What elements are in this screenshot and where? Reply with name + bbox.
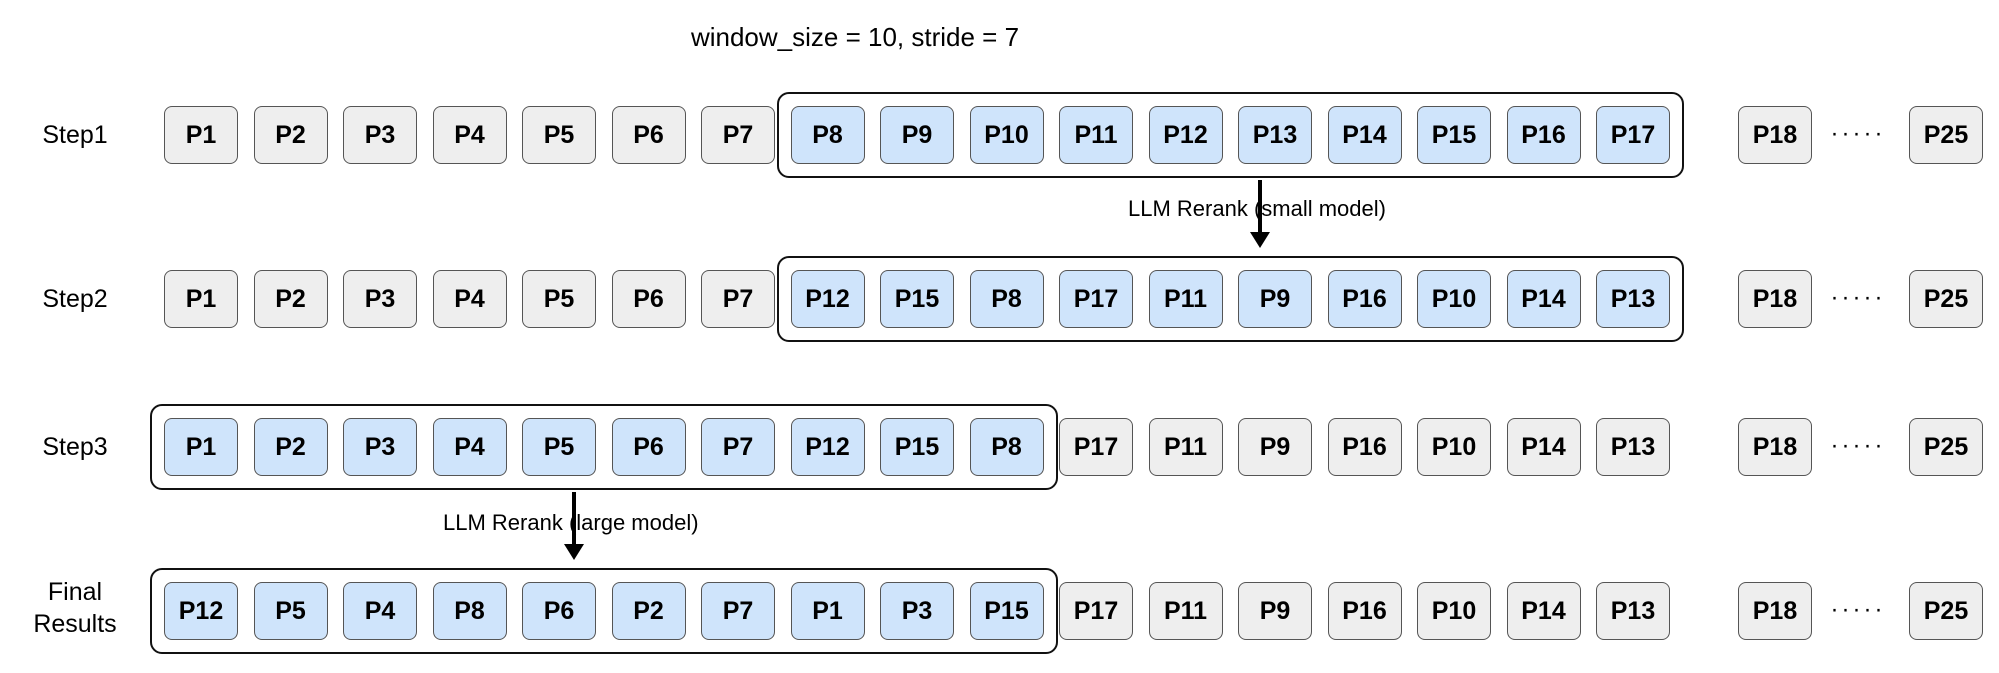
passage-box: P18 — [1738, 582, 1812, 640]
passage-box: P25 — [1909, 418, 1983, 476]
passage-box: P5 — [522, 270, 596, 328]
rerank-arrow-line — [572, 492, 576, 548]
rerank-label: LLM Rerank (large model) — [443, 510, 699, 535]
passage-box: P17 — [1059, 582, 1133, 640]
ellipsis: ····· — [1830, 432, 1886, 459]
ellipsis: ····· — [1830, 284, 1886, 311]
passage-box: P10 — [1417, 270, 1491, 328]
passage-box: P8 — [969, 418, 1044, 476]
passage-box: P16 — [1327, 270, 1402, 328]
passage-box: P13 — [1596, 582, 1670, 640]
passage-box: P14 — [1327, 106, 1402, 164]
passage-box: P18 — [1738, 418, 1812, 476]
passage-box: P9 — [1238, 418, 1312, 476]
passage-box: P6 — [611, 418, 686, 476]
row-label-line: Final — [47, 578, 103, 606]
passage-box: P14 — [1506, 418, 1581, 476]
row-label-3: Step3 — [42, 433, 108, 461]
passage-box: P15 — [880, 270, 954, 328]
window-frame-1 — [776, 92, 1684, 178]
passage-box: P5 — [522, 106, 596, 164]
passage-box: P16 — [1506, 106, 1581, 164]
passage-box: P7 — [701, 106, 775, 164]
passage-box: P8 — [790, 106, 865, 164]
ellipsis: ····· — [1830, 596, 1886, 623]
passage-box: P8 — [432, 582, 507, 640]
rerank-label: LLM Rerank (small model) — [1128, 196, 1386, 221]
passage-box: P16 — [1327, 418, 1402, 476]
passage-box: P3 — [343, 106, 417, 164]
passage-box: P4 — [432, 106, 507, 164]
ellipsis: ····· — [1830, 120, 1886, 147]
passage-box: P10 — [1417, 418, 1491, 476]
passage-box: P1 — [790, 582, 865, 640]
passage-box: P6 — [611, 270, 686, 328]
passage-box: P17 — [1059, 418, 1133, 476]
passage-box: P25 — [1909, 270, 1983, 328]
rerank-arrow-line — [1258, 180, 1262, 236]
diagram-title: window_size = 10, stride = 7 — [690, 22, 1020, 52]
passage-box: P6 — [611, 106, 686, 164]
passage-box: P17 — [1596, 106, 1670, 164]
row-label-1: Step1 — [42, 121, 108, 149]
passage-box: P18 — [1738, 106, 1812, 164]
row-label-2: Step2 — [42, 285, 108, 313]
passage-box: P1 — [164, 106, 238, 164]
passage-box: P13 — [1238, 106, 1312, 164]
passage-box: P5 — [253, 582, 328, 640]
window-frame-3 — [150, 404, 1058, 490]
passage-box: P12 — [790, 270, 865, 328]
passage-box: P25 — [1909, 582, 1983, 640]
passage-box: P7 — [701, 418, 775, 476]
passage-box: P2 — [253, 270, 328, 328]
window-frame-4 — [150, 568, 1058, 654]
passage-box: P7 — [701, 270, 775, 328]
passage-box: P14 — [1506, 582, 1581, 640]
passage-box: P16 — [1327, 582, 1402, 640]
passage-box: P9 — [1238, 582, 1312, 640]
passage-box: P25 — [1909, 106, 1983, 164]
passage-box: P15 — [969, 582, 1044, 640]
arrow-down-icon — [1250, 232, 1270, 248]
row-label-line: Results — [33, 610, 117, 638]
passage-box: P4 — [432, 418, 507, 476]
passage-box: P2 — [253, 418, 328, 476]
passage-box: P11 — [1148, 270, 1223, 328]
arrow-down-icon — [564, 544, 584, 560]
passage-box: P10 — [1417, 582, 1491, 640]
passage-box: P1 — [164, 270, 238, 328]
window-frame-2 — [776, 256, 1684, 342]
passage-box: P1 — [164, 418, 238, 476]
passage-box: P11 — [1148, 582, 1223, 640]
passage-box: P18 — [1738, 270, 1812, 328]
passage-box: P7 — [701, 582, 775, 640]
passage-box: P15 — [1417, 106, 1491, 164]
passage-box: P10 — [969, 106, 1044, 164]
passage-box: P6 — [522, 582, 596, 640]
passage-box: P11 — [1148, 418, 1223, 476]
passage-box: P17 — [1059, 270, 1133, 328]
passage-box: P2 — [611, 582, 686, 640]
passage-box: P12 — [790, 418, 865, 476]
passage-box: P11 — [1059, 106, 1133, 164]
passage-box: P14 — [1506, 270, 1581, 328]
passage-box: P3 — [880, 582, 954, 640]
passage-box: P15 — [880, 418, 954, 476]
passage-box: P4 — [432, 270, 507, 328]
passage-box: P9 — [880, 106, 954, 164]
passage-box: P3 — [343, 418, 417, 476]
passage-box: P12 — [1148, 106, 1223, 164]
passage-box: P8 — [969, 270, 1044, 328]
passage-box: P4 — [343, 582, 417, 640]
passage-box: P5 — [522, 418, 596, 476]
passage-box: P13 — [1596, 270, 1670, 328]
passage-box: P13 — [1596, 418, 1670, 476]
passage-box: P9 — [1238, 270, 1312, 328]
passage-box: P3 — [343, 270, 417, 328]
passage-box: P12 — [164, 582, 238, 640]
passage-box: P2 — [253, 106, 328, 164]
